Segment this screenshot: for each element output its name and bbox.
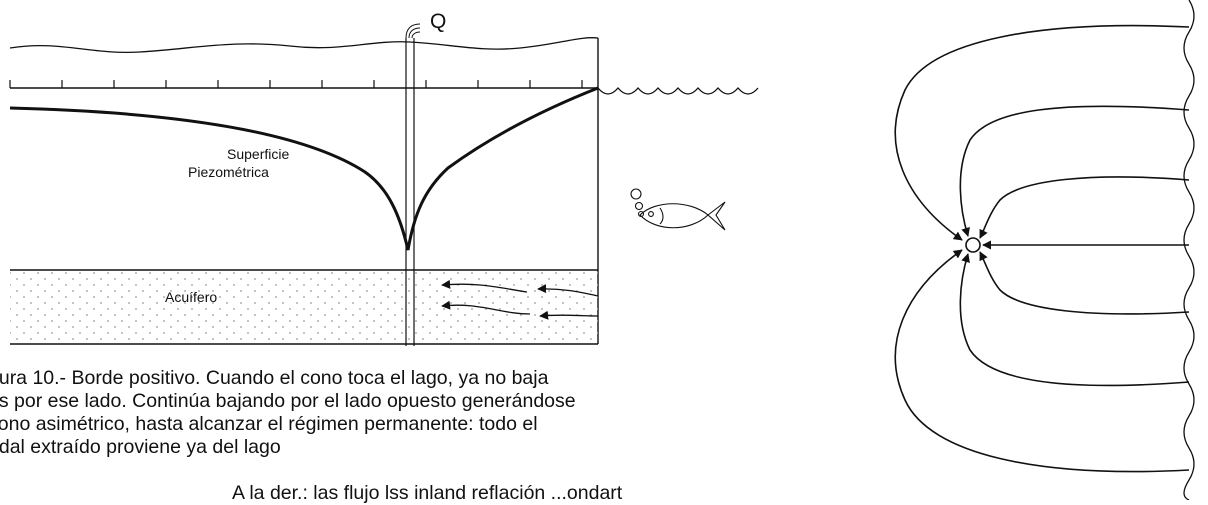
caption-line-3: cono asimétrico, hasta alcanzar el régim… (0, 413, 538, 435)
surface-label-1: Superficie (227, 146, 289, 162)
figure-caption: gura 10.- Borde positivo. Cuando el cono… (0, 367, 808, 459)
caption-line-5: A la der.: las flujo lss inland reflació… (232, 482, 623, 504)
well-point (965, 237, 981, 253)
baseline-ticks (9, 80, 583, 88)
piezometric-surface (9, 86, 599, 251)
caption-line-1: gura 10.- Borde positivo. Cuando el cono… (0, 367, 549, 389)
streamlines (894, 24, 1190, 473)
aquifer-layer (10, 270, 598, 344)
surface-label-2: Piezométrica (188, 164, 269, 180)
well-label: Q (430, 10, 446, 33)
fish-icon (630, 188, 726, 231)
lake-surface (597, 86, 759, 95)
plan-view (894, 0, 1195, 500)
caption-line-4: udal extraído proviene ya del lago (0, 436, 281, 458)
ground-surface (9, 37, 599, 54)
aquifer-flow-arrows (441, 279, 599, 320)
lake-shore (1183, 0, 1195, 500)
aquifer-label: Acuífero (165, 289, 217, 305)
cross-section: Q Superficie Piezométrica Acuífero (9, 10, 759, 346)
caption-line-2: ás por ese lado. Continúa bajando por el… (0, 390, 576, 412)
